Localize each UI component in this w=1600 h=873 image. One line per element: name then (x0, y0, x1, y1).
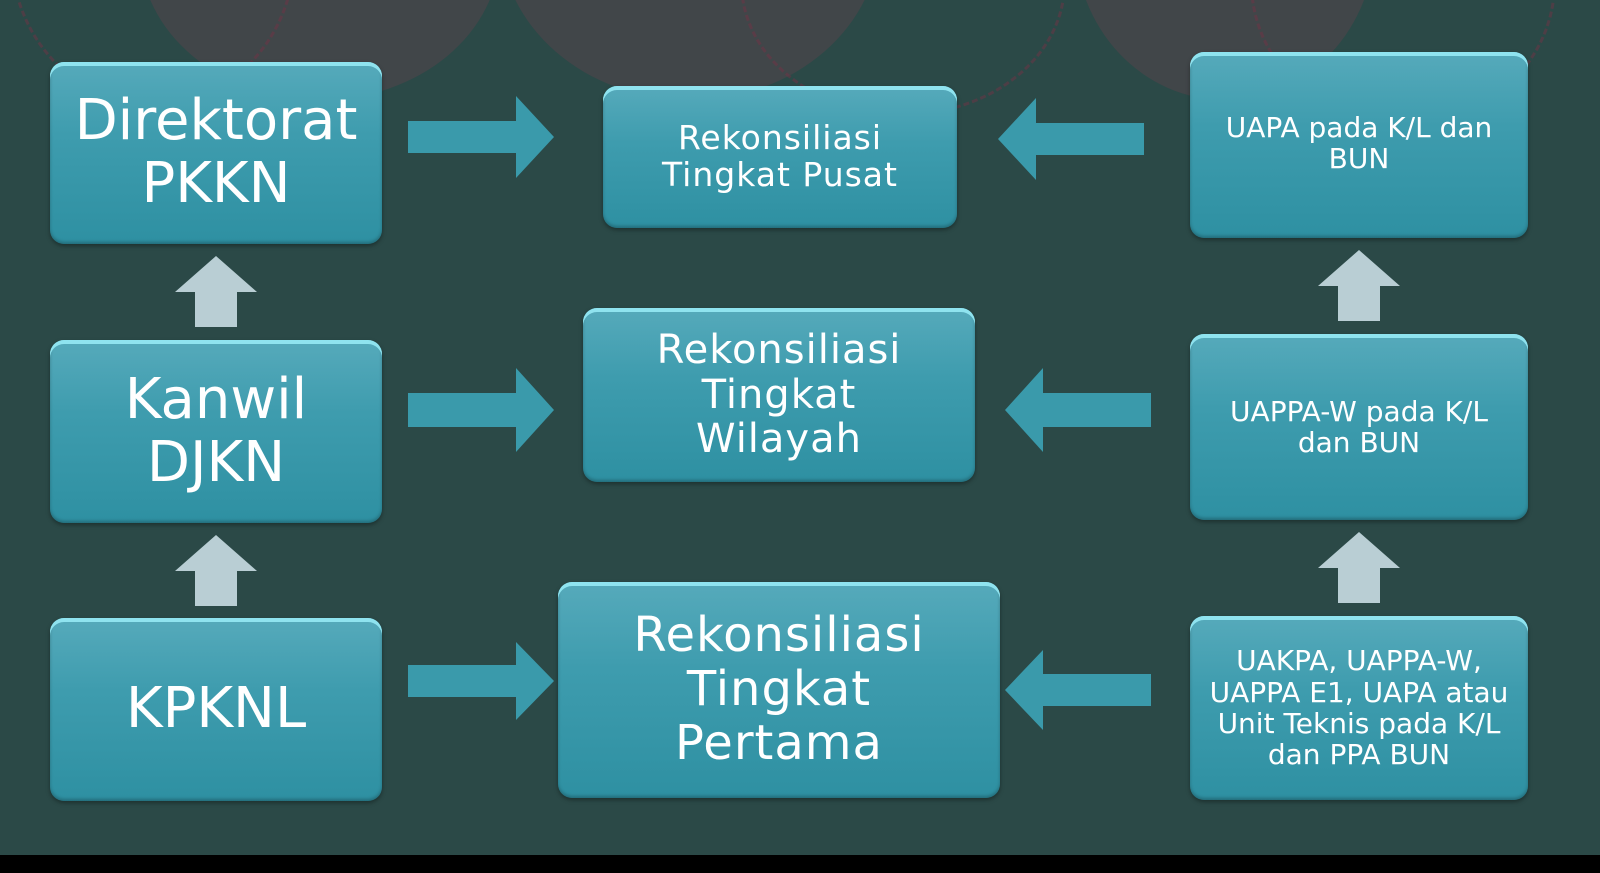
arrow-up-icon (175, 256, 257, 327)
box-text: UAPPA E1, UAPA atau (1209, 675, 1509, 709)
box-text: Tingkat (701, 371, 857, 418)
arrow-left-icon (1005, 650, 1151, 730)
box-text: Unit Teknis pada K/L (1217, 707, 1501, 740)
bottom-bar (0, 855, 1600, 873)
box-text: UAPA pada K/L dan (1225, 111, 1493, 144)
arrow-right-icon (408, 368, 554, 452)
box-text: PKKN (141, 151, 291, 216)
box-kpknl: KPKNL (50, 618, 382, 801)
box-text: Kanwil (124, 366, 308, 432)
arrow-right-icon (408, 96, 554, 178)
box-text: Rekonsiliasi (656, 326, 902, 373)
box-text: UAKPA, UAPPA-W, (1236, 644, 1482, 678)
box-text: Tingkat Pusat (662, 155, 898, 194)
box-text: Tingkat (686, 661, 872, 718)
arrow-right-icon (408, 642, 554, 720)
arrow-up-icon (175, 535, 257, 606)
box-text: KPKNL (125, 676, 307, 742)
arrow-up-icon (1318, 250, 1400, 321)
arrow-up-icon (1318, 532, 1400, 603)
box-text: Rekonsiliasi (677, 118, 883, 158)
box-text: BUN (1328, 142, 1390, 176)
arrow-left-icon (998, 98, 1144, 180)
box-text: Pertama (675, 714, 883, 771)
box-text: dan PPA BUN (1267, 738, 1451, 772)
box-text: DJKN (146, 429, 286, 495)
box-text: Wilayah (696, 416, 862, 463)
arrow-left-icon (1005, 368, 1151, 452)
box-text: dan BUN (1297, 426, 1421, 459)
box-text: Rekonsiliasi (633, 607, 925, 664)
box-text: Direktorat (74, 88, 358, 154)
box-text: UAPPA-W pada K/L (1230, 394, 1488, 428)
